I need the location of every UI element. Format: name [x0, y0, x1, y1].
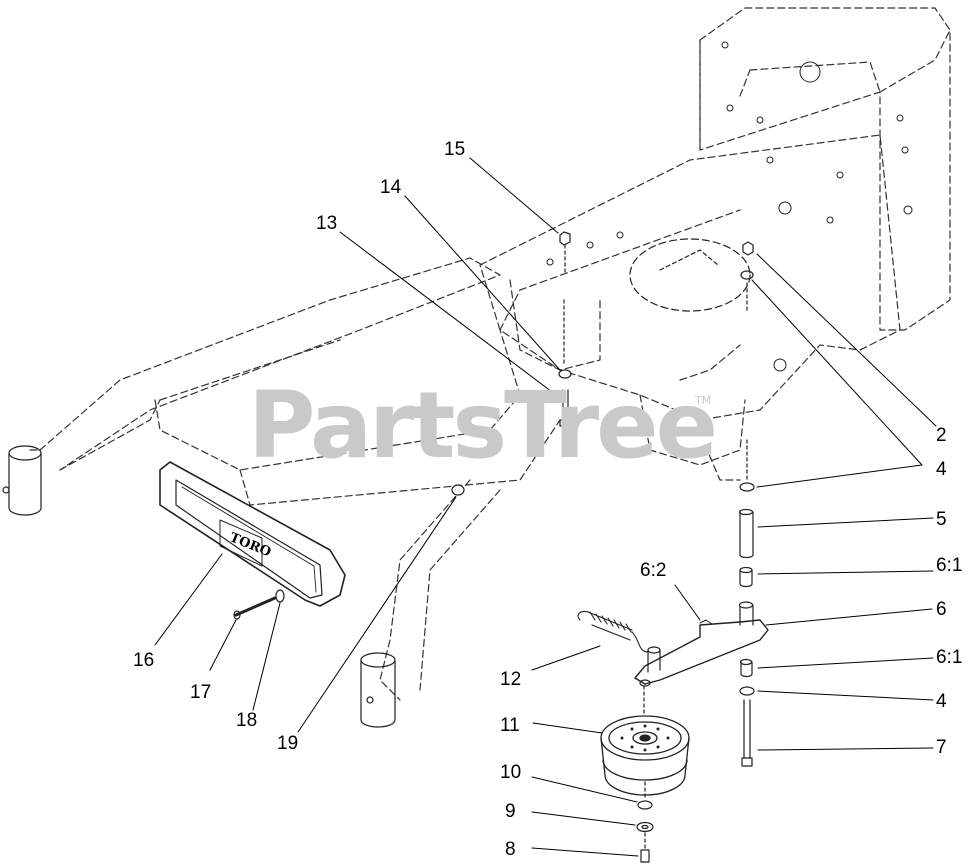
callout-13: 13 [316, 213, 338, 234]
callout-15: 15 [444, 139, 466, 160]
plate-cutout [629, 238, 751, 312]
washer-4-mid [739, 482, 755, 492]
callout-14: 14 [380, 177, 402, 198]
callout-9: 9 [505, 801, 516, 822]
callout-11: 11 [500, 715, 520, 736]
washer-4-lower [739, 686, 755, 696]
bolt-8 [640, 849, 650, 863]
spring-12 [577, 611, 649, 653]
watermark-trademark: TM [695, 394, 712, 407]
callout-17: 17 [190, 682, 212, 703]
callout-6-1-upper: 6:1 [936, 555, 963, 576]
bolt-13 [559, 389, 572, 427]
washer-18 [275, 589, 285, 603]
bushing-6-1-upper [739, 566, 753, 588]
frame-holes [546, 41, 913, 372]
nut-15 [559, 231, 571, 276]
nameplate-16: TORO [159, 461, 346, 607]
washer-9 [636, 821, 654, 833]
idler-pulley-11 [600, 715, 690, 796]
leader-lines [154, 157, 937, 857]
idler-arm-6 [634, 601, 769, 721]
spacer-5 [738, 508, 754, 559]
callout-6-2: 6:2 [640, 560, 667, 581]
callout-5: 5 [936, 509, 947, 530]
callout-2: 2 [936, 425, 947, 446]
callout-19: 19 [277, 733, 299, 754]
washer-14 [558, 299, 572, 379]
callout-18: 18 [236, 710, 258, 731]
callout-8: 8 [505, 839, 516, 860]
washer-4-upper [740, 270, 754, 311]
screw-17 [233, 596, 277, 620]
left-caster-tube [2, 445, 42, 516]
nut-2 [742, 241, 754, 256]
callout-7: 7 [936, 737, 947, 758]
bushing-6-1-lower [739, 658, 753, 678]
callout-6: 6 [936, 599, 947, 620]
mower-frame [29, 7, 951, 701]
callout-6-1-lower: 6:1 [936, 647, 963, 668]
right-caster-tube [360, 652, 396, 728]
callout-4-lower: 4 [936, 691, 947, 712]
washer-10 [637, 800, 653, 810]
callout-12: 12 [500, 669, 522, 690]
callout-4-upper: 4 [936, 459, 947, 480]
callout-10: 10 [500, 762, 522, 783]
callout-16: 16 [133, 650, 155, 671]
bolt-7 [741, 699, 753, 767]
nut-19 [451, 484, 465, 496]
